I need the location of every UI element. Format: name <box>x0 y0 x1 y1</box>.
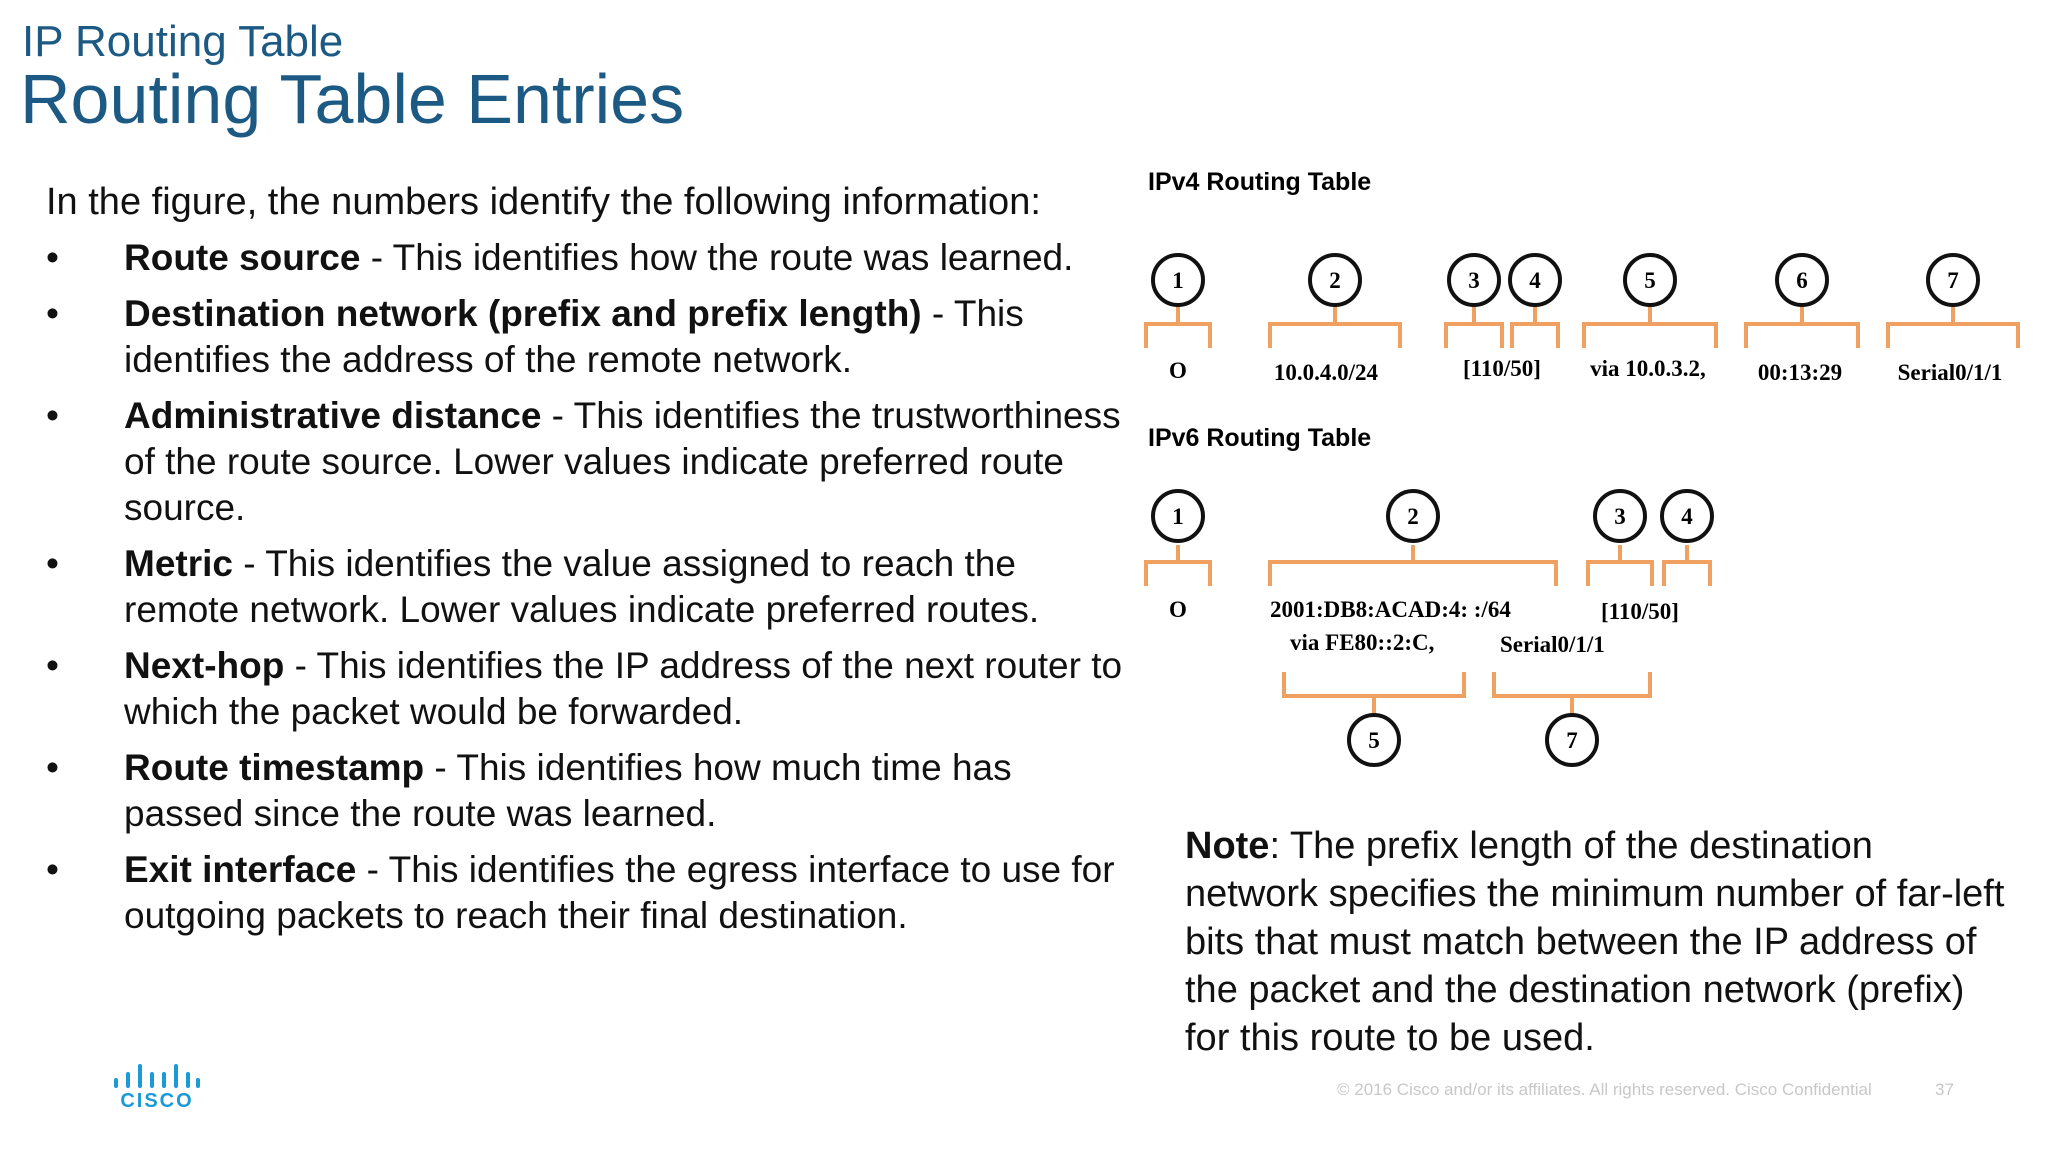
bracket <box>1268 307 1402 348</box>
page-number: 37 <box>1935 1080 1954 1099</box>
svg-text:5: 5 <box>1368 728 1380 753</box>
ad-metric-field: [110/50] <box>1463 356 1541 381</box>
bracket <box>1492 672 1652 713</box>
bullet-glyph: • <box>46 293 59 334</box>
bullet-text: - This identifies the address of the rem… <box>124 293 1024 380</box>
marker-circle: 3 <box>1593 489 1647 543</box>
bullet-glyph: • <box>46 237 59 278</box>
note-label: Note <box>1185 825 1270 867</box>
next-hop-field: via 10.0.3.2, <box>1590 356 1706 381</box>
svg-text:5: 5 <box>1644 268 1656 293</box>
destination-field: 10.0.4.0/24 <box>1274 360 1379 385</box>
marker-circle: 5 <box>1623 253 1677 307</box>
bracket <box>1586 545 1654 586</box>
bullet-glyph: • <box>46 747 59 788</box>
svg-text:6: 6 <box>1796 268 1808 293</box>
bracket-group <box>1144 307 2020 713</box>
bracket <box>1662 545 1712 586</box>
bracket <box>1582 307 1718 348</box>
list-item: • Next-hop - This identifies the IP addre… <box>46 643 1136 735</box>
list-item: • Route timestamp - This identifies how m… <box>46 745 1136 837</box>
bracket <box>1744 307 1860 348</box>
exit-interface-field: Serial0/1/1 <box>1898 360 2003 385</box>
bullet-glyph: • <box>46 543 59 584</box>
intro-text: In the figure, the numbers identify the … <box>46 181 1041 223</box>
list-item: • Exit interface - This identifies the eg… <box>46 847 1136 939</box>
bullet-text: - This identifies the IP address of the … <box>124 645 1123 732</box>
svg-text:2: 2 <box>1407 504 1419 529</box>
marker-circle: 4 <box>1508 253 1562 307</box>
bullet-text: - This identifies the egress interface t… <box>124 849 1115 936</box>
marker-circle: 5 <box>1347 713 1401 767</box>
bracket <box>1282 672 1466 713</box>
cisco-logo-icon: CISCO <box>114 1064 200 1110</box>
svg-text:3: 3 <box>1468 268 1480 293</box>
bracket <box>1510 307 1560 348</box>
destination-field: 2001:DB8:ACAD:4: :/64 <box>1270 597 1511 622</box>
bullet-term: Route source <box>124 237 361 278</box>
svg-text:3: 3 <box>1614 504 1626 529</box>
svg-text:1: 1 <box>1172 268 1184 293</box>
bracket <box>1144 545 1212 586</box>
route-source-field: O <box>1169 597 1187 622</box>
bracket <box>1144 307 1212 348</box>
svg-text:4: 4 <box>1681 504 1693 529</box>
bullet-list: • Route source - This identifies how the … <box>46 235 1136 949</box>
marker-circle: 2 <box>1386 489 1440 543</box>
bullet-text: - This identifies how the route was lear… <box>360 237 1074 278</box>
next-hop-field: via FE80::2:C, <box>1290 630 1434 655</box>
list-item: • Route source - This identifies how the … <box>46 235 1136 281</box>
slide-subtitle: IP Routing Table <box>22 17 344 66</box>
svg-text:2: 2 <box>1329 268 1341 293</box>
bracket <box>1444 307 1504 348</box>
bullet-glyph: • <box>46 849 59 890</box>
bullet-term: Exit interface <box>124 849 357 890</box>
bullet-text: - This identifies how much time has pass… <box>124 747 1012 834</box>
svg-text:7: 7 <box>1566 728 1578 753</box>
list-item: • Metric - This identifies the value assi… <box>46 541 1136 633</box>
svg-text:7: 7 <box>1947 268 1959 293</box>
ipv4-heading: IPv4 Routing Table <box>1148 168 1371 196</box>
svg-text:CISCO: CISCO <box>120 1090 193 1110</box>
marker-circle: 6 <box>1775 253 1829 307</box>
marker-circle: 1 <box>1151 489 1205 543</box>
bullet-text: - This identifies the value assigned to … <box>124 543 1040 630</box>
svg-text:1: 1 <box>1172 504 1184 529</box>
timestamp-field: 00:13:29 <box>1758 360 1842 385</box>
exit-interface-field: Serial0/1/1 <box>1500 632 1605 657</box>
bullet-glyph: • <box>46 395 59 436</box>
slide-title: Routing Table Entries <box>20 60 685 138</box>
ipv6-heading: IPv6 Routing Table <box>1148 424 1371 452</box>
bullet-term: Next-hop <box>124 645 285 686</box>
note-text: Note: The prefix length of the destinati… <box>1185 822 2015 1062</box>
bullet-term: Route timestamp <box>124 747 425 788</box>
bracket <box>1268 545 1558 586</box>
bullet-text: - This identifies the trustworthiness of… <box>124 395 1121 528</box>
list-item: • Destination network (prefix and prefix … <box>46 291 1136 383</box>
marker-circle: 7 <box>1926 253 1980 307</box>
marker-circle: 4 <box>1660 489 1714 543</box>
bullet-glyph: • <box>46 645 59 686</box>
bullet-term: Destination network (prefix and prefix l… <box>124 293 922 334</box>
copyright-footer: © 2016 Cisco and/or its affiliates. All … <box>1337 1080 1872 1099</box>
marker-circle: 2 <box>1308 253 1362 307</box>
marker-circle: 7 <box>1545 713 1599 767</box>
bullet-term: Administrative distance <box>124 395 542 436</box>
route-source-field: O <box>1169 358 1187 383</box>
svg-text:4: 4 <box>1529 268 1541 293</box>
list-item: • Administrative distance - This identifi… <box>46 393 1136 531</box>
ad-metric-field: [110/50] <box>1601 599 1679 624</box>
bracket <box>1886 307 2020 348</box>
bullet-term: Metric <box>124 543 233 584</box>
note-body: : The prefix length of the destination n… <box>1185 825 2005 1059</box>
marker-circle: 3 <box>1447 253 1501 307</box>
marker-circle: 1 <box>1151 253 1205 307</box>
